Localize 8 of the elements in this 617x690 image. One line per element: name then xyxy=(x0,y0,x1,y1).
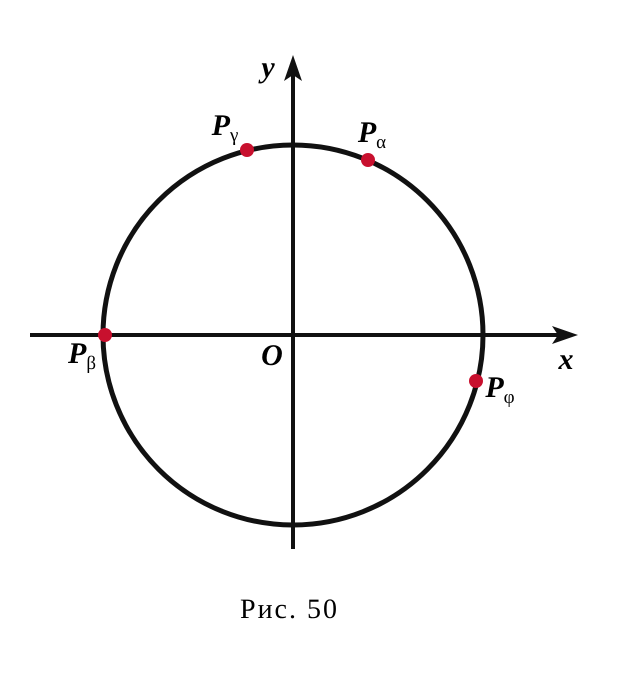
axis-label: x xyxy=(558,345,574,375)
origin-label: O xyxy=(261,341,283,371)
figure-caption: Рис. 50 xyxy=(240,596,339,624)
point-label: P$_{φ}$ xyxy=(485,373,515,407)
point-label: P$_{α}$ xyxy=(358,118,386,152)
axis-label: y xyxy=(261,53,275,83)
point-label: P$_{γ}$ xyxy=(212,111,238,145)
point-label: P$_{β}$ xyxy=(68,339,96,373)
